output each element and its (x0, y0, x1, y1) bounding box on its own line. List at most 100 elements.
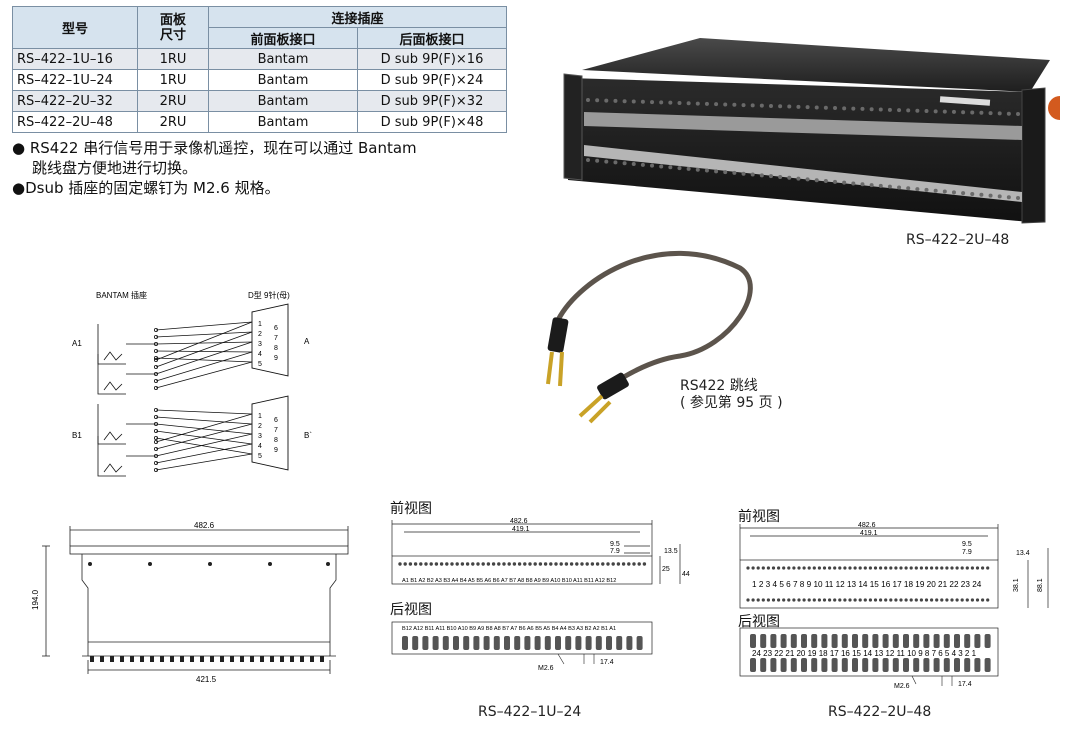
jack-icon (640, 162, 645, 167)
pin-label: 3 (258, 341, 262, 348)
jack-icon (637, 562, 641, 566)
wire-line (155, 423, 253, 435)
dsub-icon (872, 658, 879, 672)
jack-icon (868, 566, 872, 570)
jack-icon (741, 171, 746, 176)
rear-view-2u: 24 23 22 21 20 19 18 17 16 15 14 13 12 1… (739, 627, 999, 690)
foot-icon (240, 656, 244, 662)
jack-icon (782, 598, 786, 602)
bantam-spring-icon (103, 431, 123, 441)
front-view-2u: 482.6 419.1 9.5 7.9 13.4 38.1 88.1 1 2 3… (739, 522, 1049, 609)
jack-icon (935, 566, 939, 570)
table-row: RS–422–1U–16 1RU Bantam D sub 9P(F)×16 (12, 48, 507, 70)
dsub-icon (770, 658, 777, 672)
jack-icon (1016, 196, 1020, 200)
dsub-icon (852, 658, 858, 672)
jack-icon (889, 598, 893, 602)
jack-icon (842, 106, 847, 111)
jack-icon (897, 108, 902, 113)
jack-icon (848, 598, 852, 602)
pin-label: 2 (258, 331, 262, 338)
dim-13-4: 13.4 (1016, 550, 1030, 557)
jack-icon (595, 98, 600, 103)
wire-line (155, 433, 253, 457)
jack-icon (981, 598, 985, 602)
foot-icon (110, 656, 114, 662)
jack-icon (686, 101, 691, 106)
jack-icon (970, 191, 975, 196)
dim-482: 482.6 (858, 522, 876, 529)
foot-icon (210, 656, 214, 662)
jack-icon (965, 566, 969, 570)
jack-icon (741, 103, 746, 108)
jack-icon (797, 598, 801, 602)
dsub-icon (595, 636, 602, 650)
jack-icon (879, 566, 883, 570)
jack-icon (549, 562, 553, 566)
jack-icon (481, 562, 485, 566)
header-front: 前面板接口 (208, 27, 358, 49)
bantam-jack-icon (97, 354, 126, 395)
dsub-icon (616, 636, 623, 650)
dsub-icon (984, 634, 991, 648)
dsub-icon (841, 658, 848, 672)
panel-photo (563, 38, 1060, 224)
jack-icon (833, 566, 837, 570)
foot-icon (190, 656, 194, 662)
jack-icon (704, 101, 709, 106)
label-b1: B1 (72, 431, 82, 440)
jack-icon (823, 105, 828, 110)
jack-icon (554, 562, 558, 566)
jack-icon (817, 566, 821, 570)
dsub-icon (862, 634, 869, 648)
dsub-icon (964, 634, 971, 648)
dsub-icon (760, 634, 767, 648)
jack-icon (894, 598, 898, 602)
jack-icon (979, 110, 984, 115)
jack-icon (756, 566, 760, 570)
jack-icon (732, 102, 737, 107)
wire-line (155, 341, 253, 375)
jack-icon (960, 566, 964, 570)
wire-line (155, 430, 253, 445)
photo-caption: RS–422–2U–48 (906, 232, 1010, 248)
jack-icon (491, 562, 496, 566)
dsub-icon (821, 634, 828, 648)
jack-icon (906, 186, 911, 191)
cell-size: 2RU (137, 90, 209, 112)
foot-icon (120, 656, 124, 662)
jack-icon (970, 566, 974, 570)
jack-icon (848, 566, 852, 570)
jack-icon (997, 194, 1002, 199)
rear-port-labels: B12 A12 B11 A11 B10 A10 B9 A9 B8 A8 B7 A… (402, 626, 616, 632)
dsub-icon (841, 634, 848, 648)
dsub-icon (892, 634, 899, 648)
jack-icon (833, 106, 838, 111)
jack-icon (419, 562, 423, 566)
cell-model: RS–422–1U–24 (12, 69, 138, 91)
dsub-icon (811, 634, 818, 648)
header-model: 型号 (12, 6, 138, 49)
jack-icon (631, 162, 636, 167)
jack-icon (940, 566, 944, 570)
jack-icon (1006, 111, 1011, 116)
dsub-icon (984, 658, 991, 672)
dim-44: 44 (682, 571, 690, 578)
jack-icon (894, 566, 898, 570)
jack-icon (961, 110, 966, 115)
dsub-icon (852, 634, 858, 648)
jack-icon (497, 562, 501, 566)
terminal-icon (154, 439, 159, 444)
dsub-icon (493, 636, 500, 650)
screw-icon (326, 562, 330, 566)
dsub-icon (402, 636, 408, 650)
jack-icon (828, 598, 832, 602)
dsub-icon (514, 636, 521, 650)
front-view-1u: 482.6 419.1 9.5 7.9 13.5 25 44 A1 B1 A2 … (391, 518, 690, 585)
dim-9-5: 9.5 (962, 541, 972, 548)
jack-icon (768, 174, 773, 179)
jack-icon (714, 102, 719, 107)
jack-icon (796, 104, 801, 109)
jack-icon (787, 566, 791, 570)
jack-icon (559, 562, 563, 566)
